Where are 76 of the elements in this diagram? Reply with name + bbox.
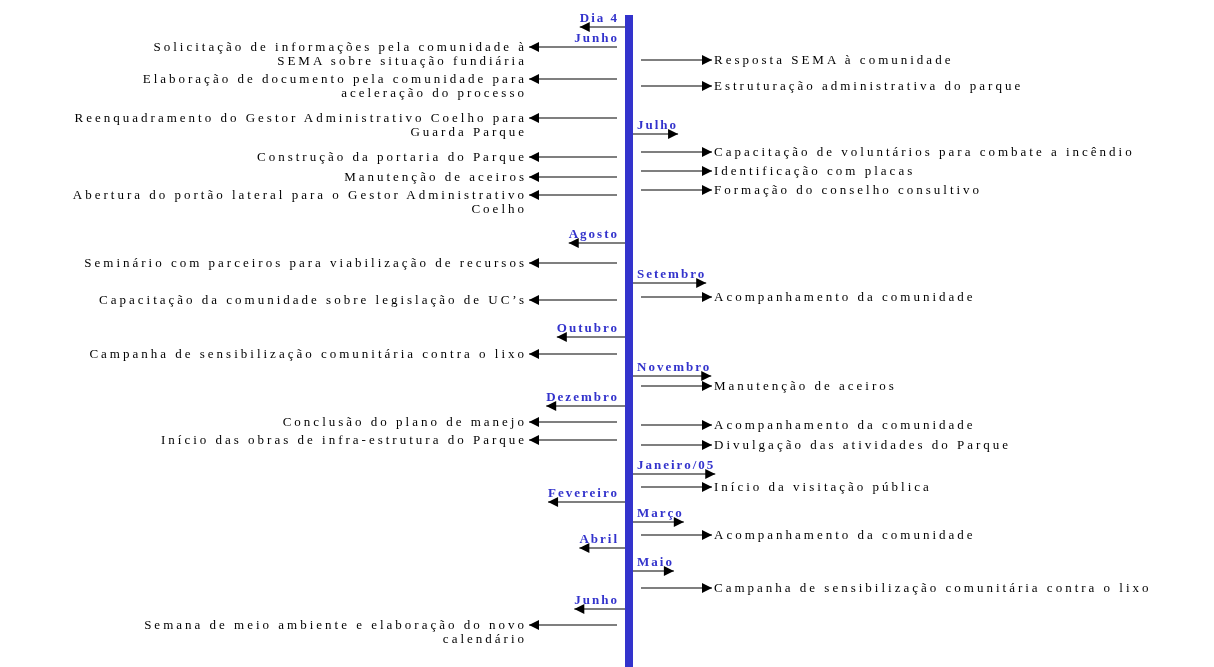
month-label: Dezembro — [546, 389, 619, 404]
arrow — [528, 74, 618, 84]
arrow — [640, 292, 713, 302]
event-text: Capacitação da comunidade sobre legislação de UC’s — [99, 293, 527, 307]
event-text: Capacitação de voluntários para combate a incêndio — [714, 145, 1135, 159]
arrow — [632, 469, 716, 479]
event-text: Divulgação das atividades do Parque — [714, 438, 1012, 452]
arrow — [528, 349, 618, 359]
arrow — [573, 604, 626, 614]
arrow — [640, 482, 713, 492]
event-text: Construção da portaria do Parque — [257, 150, 527, 164]
month-label: Setembro — [637, 266, 707, 281]
month-label: Novembro — [637, 359, 712, 374]
month-label: Junho — [574, 592, 619, 607]
event-text: Campanha de sensibilização comunitária contra o lixo — [89, 347, 527, 361]
event-text: Conclusão do plano de manejo — [282, 415, 527, 429]
arrow — [640, 583, 713, 593]
arrow — [528, 190, 618, 200]
arrow — [528, 113, 618, 123]
event-text: Início das obras de infra-estrutura do Parque — [160, 433, 527, 447]
event-text: Acompanhamento da comunidade — [714, 528, 976, 542]
arrow — [640, 185, 713, 195]
event-text: Campanha de sensibilização comunitária contra o lixo — [714, 581, 1152, 595]
event-text: Reenquadramento do Gestor Administrativo Coelho para Guarda Parque — [57, 111, 527, 139]
arrow — [640, 55, 713, 65]
arrow — [528, 295, 618, 305]
event-text: Abertura do portão lateral para o Gestor Administrativo Coelho — [37, 188, 527, 216]
event-text: Manutenção de aceiros — [344, 170, 527, 184]
arrow — [568, 238, 626, 248]
arrow — [640, 166, 713, 176]
event-text: Solicitação de informações pela comunidade à SEMA sobre situação fundiária — [127, 40, 527, 68]
arrow — [547, 497, 626, 507]
arrow — [579, 22, 626, 32]
arrow — [528, 620, 618, 630]
timeline-bar — [625, 15, 633, 667]
arrow — [640, 420, 713, 430]
event-text: Início da visitação pública — [714, 480, 932, 494]
event-text: Manutenção de aceiros — [714, 379, 897, 393]
arrow — [632, 278, 707, 288]
month-label: Julho — [637, 117, 679, 132]
arrow — [528, 258, 618, 268]
arrow — [528, 152, 618, 162]
arrow — [578, 543, 626, 553]
arrow — [640, 440, 713, 450]
month-label: Março — [637, 505, 684, 520]
month-label: Abril — [579, 531, 619, 546]
arrow — [640, 81, 713, 91]
arrow — [545, 401, 626, 411]
month-label: Outubro — [556, 320, 619, 335]
event-text: Identificação com placas — [714, 164, 916, 178]
event-text: Acompanhamento da comunidade — [714, 418, 976, 432]
arrow — [640, 381, 713, 391]
arrow — [632, 566, 675, 576]
arrow — [556, 332, 626, 342]
month-label: Janeiro/05 — [637, 457, 716, 472]
event-text: Resposta SEMA à comunidade — [714, 53, 954, 67]
event-text: Elaboração de documento pela comunidade para aceleração do processo — [127, 72, 527, 100]
arrow — [528, 42, 618, 52]
arrow — [632, 517, 685, 527]
arrow — [640, 147, 713, 157]
month-label: Junho — [574, 30, 619, 45]
arrow — [640, 530, 713, 540]
arrow — [632, 129, 679, 139]
arrow — [528, 417, 618, 427]
arrow — [632, 371, 712, 381]
month-label: Maio — [637, 554, 674, 569]
event-text: Formação do conselho consultivo — [714, 183, 983, 197]
event-text: Acompanhamento da comunidade — [714, 290, 976, 304]
event-text: Estruturação administrativa do parque — [714, 79, 1024, 93]
month-label: Dia 4 — [579, 10, 619, 25]
month-label: Agosto — [568, 226, 619, 241]
event-text: Semana de meio ambiente e elaboração do novo calendário — [127, 618, 527, 646]
arrow — [528, 172, 618, 182]
month-label: Fevereiro — [548, 485, 619, 500]
arrow — [528, 435, 618, 445]
event-text: Seminário com parceiros para viabilização de recursos — [84, 256, 527, 270]
